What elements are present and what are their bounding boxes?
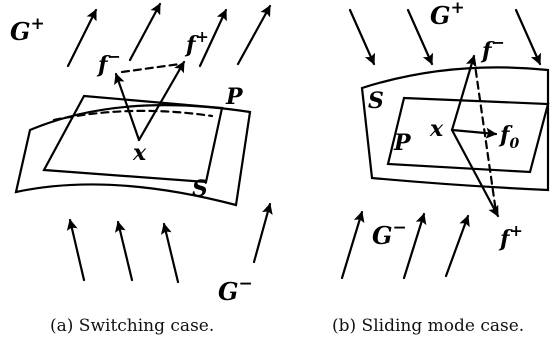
panel-b-surface-S	[360, 66, 550, 192]
panel-a-labels: G+ P S x f− f+ G−	[10, 14, 253, 306]
panel-a-surface-hidden-edge	[52, 109, 214, 122]
field-arrow	[514, 8, 542, 66]
panel-a-vector-f-minus	[114, 72, 141, 142]
field-arrow	[198, 8, 228, 68]
label-S: S	[192, 176, 208, 202]
field-arrow	[340, 210, 365, 280]
caption-a: (a) Switching case.	[50, 316, 215, 336]
label-P: P	[393, 130, 412, 156]
field-arrow	[66, 8, 98, 68]
field-arrow	[252, 202, 273, 264]
label-x: x	[132, 140, 147, 166]
panel-b-labels: G+ S P x f− f0 G− f+	[368, 0, 523, 252]
panel-b-plane-P	[386, 96, 550, 174]
panel-b-upper-field-arrows	[348, 8, 542, 66]
field-arrow	[160, 222, 180, 284]
field-arrow	[236, 4, 272, 66]
panel-b-vector-f-zero	[450, 127, 498, 139]
field-arrow	[128, 2, 162, 62]
label-G-plus: G+	[430, 0, 465, 30]
panel-a-upper-field-arrows	[66, 2, 272, 68]
label-G-minus: G−	[372, 218, 407, 250]
label-f-plus: f+	[184, 27, 209, 58]
label-G-plus: G+	[10, 14, 45, 46]
caption-b: (b) Sliding mode case.	[332, 316, 525, 336]
panel-b	[340, 8, 550, 280]
label-f-plus: f+	[498, 221, 523, 252]
panel-b-lower-field-arrows	[340, 210, 470, 280]
panel-a-surface-S	[14, 104, 252, 207]
label-f-minus: f−	[96, 47, 121, 78]
panel-a-dashed-connector	[120, 62, 182, 74]
label-f-minus: f−	[480, 33, 505, 64]
field-arrow	[406, 8, 434, 66]
panel-a-plane-P	[42, 94, 224, 184]
field-arrow	[402, 212, 427, 280]
field-arrow	[444, 214, 470, 278]
panel-b-dashed-connector	[472, 56, 498, 214]
panel-a-lower-field-arrows	[66, 202, 273, 284]
label-S: S	[368, 88, 384, 114]
label-G-minus: G−	[218, 274, 253, 306]
panel-a-vector-f-plus	[137, 60, 186, 142]
panel-a	[14, 2, 273, 284]
panel-b-vector-f-plus	[450, 128, 500, 218]
field-arrow	[66, 218, 86, 282]
field-arrow	[114, 220, 134, 282]
field-arrow	[348, 8, 376, 66]
label-f-zero: f0	[498, 122, 519, 152]
label-P: P	[225, 84, 244, 110]
label-x: x	[429, 116, 444, 142]
panel-b-vector-f-minus	[450, 54, 477, 132]
